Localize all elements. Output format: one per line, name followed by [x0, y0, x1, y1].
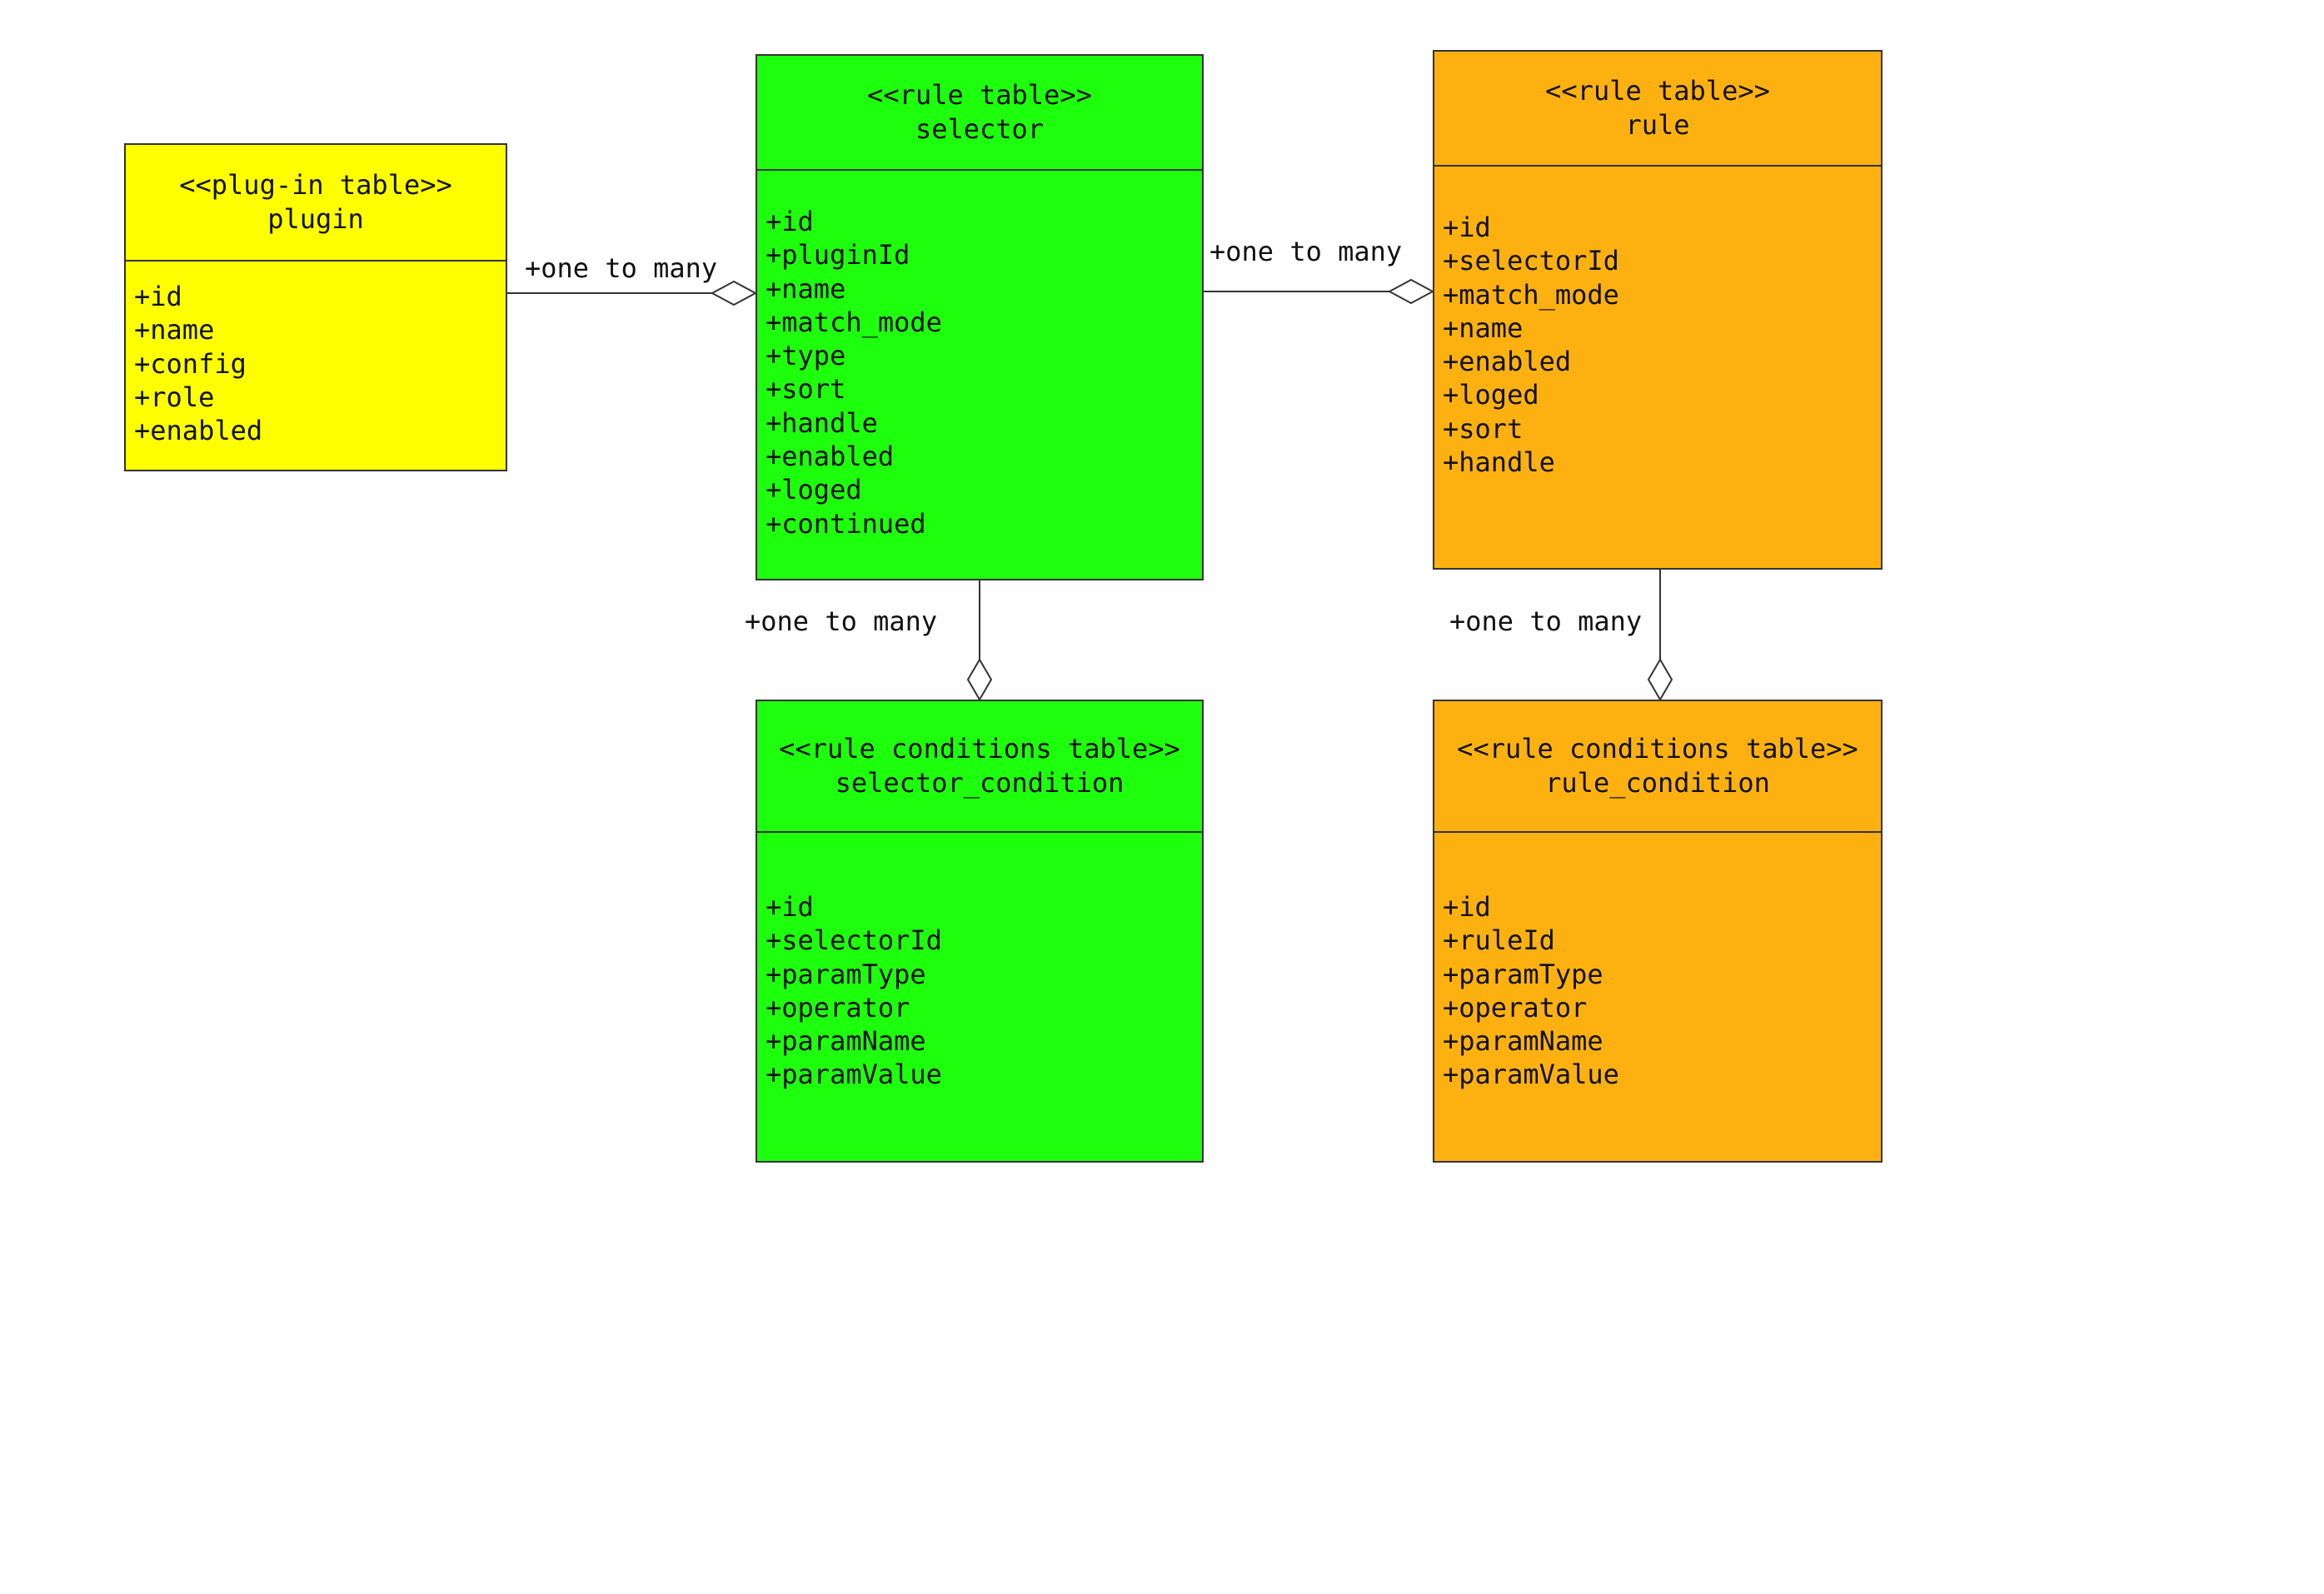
attribute-row: +id	[1443, 212, 1491, 243]
selector-condition-table-box[interactable]: <<rule conditions table>> selector_condi…	[756, 700, 1204, 1163]
relation-label-plugin-selector: +one to many	[525, 252, 718, 284]
plugin-table-header: <<plug-in table>> plugin	[126, 145, 506, 262]
attribute-row: +paramType	[1443, 958, 1603, 990]
selector-rule-diamond	[1387, 278, 1435, 305]
attribute-row: +handle	[1443, 446, 1555, 479]
rule-stereotype: <<rule table>>	[1545, 75, 1770, 107]
rule-condition-table-header: <<rule conditions table>> rule_condition	[1434, 701, 1881, 833]
rule-attribute-list: +id+selectorId+match_mode+name+enabled+l…	[1434, 165, 1881, 568]
attribute-row: +selectorId	[766, 924, 942, 957]
rule-condition-diamond	[1647, 658, 1673, 701]
attribute-row: +operator	[766, 991, 910, 1024]
attribute-row: +id	[766, 206, 814, 237]
selector-attribute-list: +id+pluginId+name+match_mode+type+sort+h…	[757, 169, 1202, 579]
plugin-class-name: plugin	[267, 203, 364, 235]
attribute-row: +paramName	[766, 1025, 926, 1058]
attribute-row: +enabled	[766, 441, 895, 473]
attribute-row: +selectorId	[1443, 245, 1619, 277]
attribute-row: +match_mode	[766, 306, 942, 338]
plugin-attribute-list: +id+name+config+role+enabled	[126, 260, 506, 470]
attribute-row: +pluginId	[766, 239, 910, 271]
rule-class-name: rule	[1625, 109, 1690, 141]
attribute-row: +handle	[766, 406, 878, 439]
selector-condition-stereotype: <<rule conditions table>>	[779, 733, 1180, 765]
attribute-row: +continued	[766, 507, 926, 540]
attribute-row: +name	[1443, 311, 1524, 344]
attribute-row: +paramValue	[1443, 1059, 1619, 1091]
selector-stereotype: <<rule table>>	[867, 79, 1092, 111]
relation-label-selector-condition: +one to many	[745, 605, 938, 637]
rule-condition-stereotype: <<rule conditions table>>	[1457, 733, 1858, 765]
attribute-row: +sort	[1443, 412, 1524, 445]
selector-condition-table-header: <<rule conditions table>> selector_condi…	[757, 701, 1202, 833]
rule-condition-attribute-list: +id+ruleId+paramType+operator+paramName+…	[1434, 831, 1881, 1161]
rule-condition-table-box[interactable]: <<rule conditions table>> rule_condition…	[1433, 700, 1883, 1163]
attribute-row: +enabled	[1443, 346, 1572, 378]
attribute-row: +paramName	[1443, 1025, 1603, 1058]
attribute-row: +role	[134, 381, 215, 413]
plugin-selector-diamond	[710, 280, 758, 306]
plugin-stereotype: <<plug-in table>>	[179, 169, 452, 201]
attribute-row: +operator	[1443, 991, 1588, 1024]
attribute-row: +loged	[766, 474, 862, 506]
relation-label-selector-rule: +one to many	[1209, 236, 1403, 267]
attribute-row: +id	[766, 891, 814, 923]
selector-condition-attribute-list: +id+selectorId+paramType+operator+paramN…	[757, 831, 1202, 1161]
rule-table-box[interactable]: <<rule table>> rule +id+selectorId+match…	[1433, 50, 1883, 570]
attribute-row: +sort	[766, 373, 846, 406]
attribute-row: +id	[134, 281, 182, 312]
selector-table-box[interactable]: <<rule table>> selector +id+pluginId+nam…	[756, 54, 1204, 580]
attribute-row: +paramValue	[766, 1059, 942, 1091]
attribute-row: +id	[1443, 891, 1491, 923]
rule-table-header: <<rule table>> rule	[1434, 52, 1881, 167]
attribute-row: +match_mode	[1443, 278, 1619, 311]
attribute-row: +loged	[1443, 379, 1539, 411]
selector-table-header: <<rule table>> selector	[757, 56, 1202, 171]
attribute-row: +paramType	[766, 958, 926, 990]
attribute-row: +config	[134, 347, 247, 380]
attribute-row: +enabled	[134, 415, 263, 447]
selector-condition-diamond	[966, 658, 993, 701]
attribute-row: +name	[766, 272, 846, 305]
attribute-row: +ruleId	[1443, 924, 1555, 957]
rule-condition-class-name: rule_condition	[1545, 767, 1770, 799]
attribute-row: +name	[134, 314, 215, 346]
relation-label-rule-condition: +one to many	[1449, 605, 1643, 637]
selector-class-name: selector	[915, 113, 1045, 145]
plugin-table-box[interactable]: <<plug-in table>> plugin +id+name+config…	[124, 143, 507, 471]
attribute-row: +type	[766, 340, 846, 372]
selector-condition-class-name: selector_condition	[835, 767, 1125, 799]
